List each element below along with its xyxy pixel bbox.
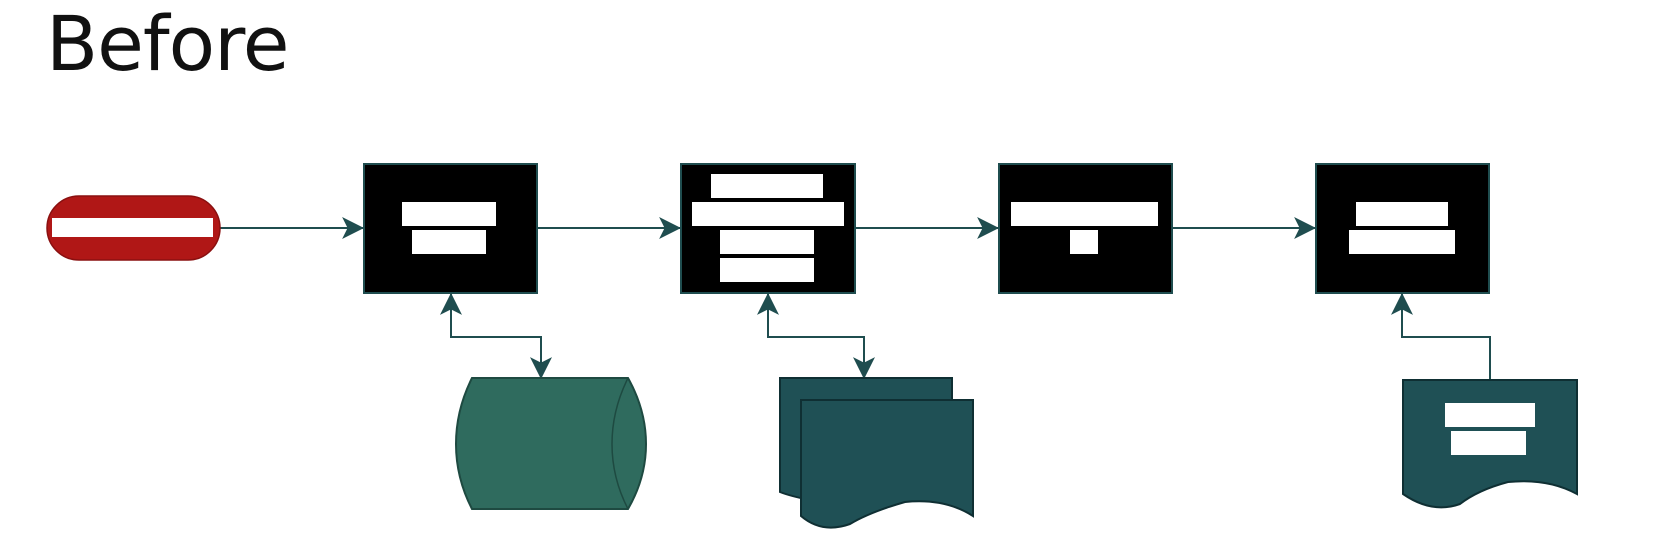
redacted-label bbox=[1451, 431, 1526, 455]
redacted-label bbox=[1349, 230, 1455, 254]
connector-process-1-to-database bbox=[450, 314, 552, 380]
multi-document-shape bbox=[779, 377, 974, 529]
redacted-label bbox=[1445, 403, 1535, 427]
redacted-label bbox=[402, 202, 496, 226]
connector-process-2-to-multi-document bbox=[767, 314, 875, 380]
redacted-label bbox=[720, 258, 814, 282]
redacted-label bbox=[1356, 202, 1448, 226]
vertical-connectors bbox=[440, 292, 1491, 380]
redacted-label bbox=[692, 202, 844, 226]
connector-document-to-process-4 bbox=[1391, 292, 1491, 380]
document-shape bbox=[1402, 379, 1578, 509]
diagram-title: Before bbox=[46, 0, 289, 88]
process-box-2 bbox=[680, 163, 856, 294]
redacted-label bbox=[412, 230, 486, 254]
process-box-4 bbox=[1315, 163, 1490, 294]
redacted-label bbox=[52, 218, 213, 237]
start-terminator bbox=[46, 195, 221, 261]
database-shape bbox=[454, 377, 648, 510]
redacted-label bbox=[1011, 202, 1158, 226]
redacted-label bbox=[720, 230, 814, 254]
process-box-3 bbox=[998, 163, 1173, 294]
redacted-label bbox=[1070, 230, 1098, 254]
redacted-label bbox=[711, 174, 823, 198]
process-box-1 bbox=[363, 163, 538, 294]
